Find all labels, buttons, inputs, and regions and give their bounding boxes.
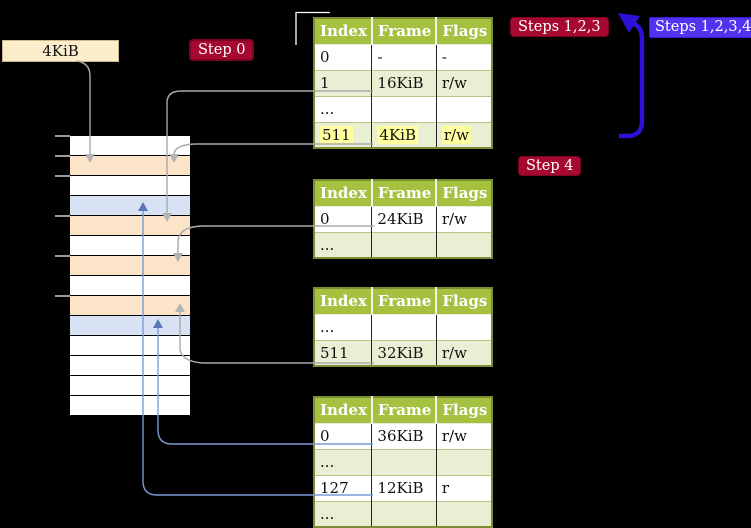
page-table-4: Index Frame Flags 0 36KiB r/w ... 127 12… bbox=[313, 396, 494, 528]
table-row: ... bbox=[314, 231, 493, 258]
memory-frame-stack bbox=[70, 136, 190, 416]
stack-tick bbox=[55, 155, 70, 157]
steps-1-2-3-4-label: Steps 1,2,3,4 bbox=[649, 17, 751, 38]
table-header-row: Index Frame Flags bbox=[314, 397, 493, 424]
stack-tick bbox=[55, 255, 70, 257]
table-header-row: Index Frame Flags bbox=[314, 288, 493, 315]
memory-frame-row-peach bbox=[70, 256, 190, 276]
table-row: 0 24KiB r/w bbox=[314, 205, 493, 232]
header-flags: Flags bbox=[435, 18, 493, 45]
header-index: Index bbox=[314, 288, 372, 315]
table-row: 127 12KiB r bbox=[314, 474, 493, 501]
table-row: ... bbox=[314, 448, 493, 475]
page-table-1: Index Frame Flags 0 - - 1 16KiB r/w ... … bbox=[313, 17, 494, 149]
highlight: r/w bbox=[441, 125, 471, 144]
steps-1-2-3-label: Steps 1,2,3 bbox=[510, 17, 609, 37]
stack-tick bbox=[55, 215, 70, 217]
table-row-highlighted: 511 4KiB r/w bbox=[314, 121, 493, 148]
header-frame: Frame bbox=[370, 18, 437, 45]
stack-tick bbox=[55, 175, 70, 177]
memory-frame-row-peach bbox=[70, 296, 190, 316]
stack-tick bbox=[55, 135, 70, 137]
highlight: 4KiB bbox=[377, 125, 418, 144]
header-index: Index bbox=[314, 397, 372, 424]
step4-label: Step 4 bbox=[518, 156, 582, 176]
stack-tick bbox=[55, 295, 70, 297]
steps-big-arrowhead bbox=[618, 13, 640, 33]
table-row: 0 36KiB r/w bbox=[314, 422, 493, 449]
memory-frame-row-peach bbox=[70, 216, 190, 236]
memory-frame-row-white bbox=[70, 236, 190, 256]
memory-frame-row-white bbox=[70, 176, 190, 196]
memory-frame-row-white bbox=[70, 376, 190, 396]
memory-frame-row-white bbox=[70, 136, 190, 156]
table-row: ... bbox=[314, 500, 493, 527]
header-frame: Frame bbox=[370, 288, 437, 315]
table-row: ... bbox=[314, 313, 493, 340]
highlight: 511 bbox=[320, 125, 353, 144]
step0-label: Step 0 bbox=[189, 39, 255, 61]
memory-frame-row-white bbox=[70, 336, 190, 356]
table-row: ... bbox=[314, 95, 493, 122]
memory-frame-row-blue bbox=[70, 196, 190, 216]
memory-frame-row-white bbox=[70, 356, 190, 376]
header-index: Index bbox=[314, 180, 372, 207]
header-flags: Flags bbox=[435, 288, 493, 315]
memory-frame-row-white bbox=[70, 276, 190, 296]
memory-frame-row-peach bbox=[70, 156, 190, 176]
table-header-row: Index Frame Flags bbox=[314, 180, 493, 207]
header-index: Index bbox=[314, 18, 372, 45]
table-row: 511 32KiB r/w bbox=[314, 339, 493, 366]
header-flags: Flags bbox=[435, 180, 493, 207]
page-table-2: Index Frame Flags 0 24KiB r/w ... bbox=[313, 179, 494, 259]
memory-frame-row-blue bbox=[70, 316, 190, 336]
page-table-3: Index Frame Flags ... 511 32KiB r/w bbox=[313, 287, 494, 367]
frame-size-label: 4KiB bbox=[2, 40, 119, 62]
header-flags: Flags bbox=[435, 397, 493, 424]
header-frame: Frame bbox=[370, 397, 437, 424]
steps-big-arrow bbox=[619, 20, 645, 139]
header-frame: Frame bbox=[370, 180, 437, 207]
table-row: 1 16KiB r/w bbox=[314, 69, 493, 96]
table-header-row: Index Frame Flags bbox=[314, 18, 493, 45]
table-row: 0 - - bbox=[314, 43, 493, 70]
memory-frame-row-white bbox=[70, 396, 190, 416]
